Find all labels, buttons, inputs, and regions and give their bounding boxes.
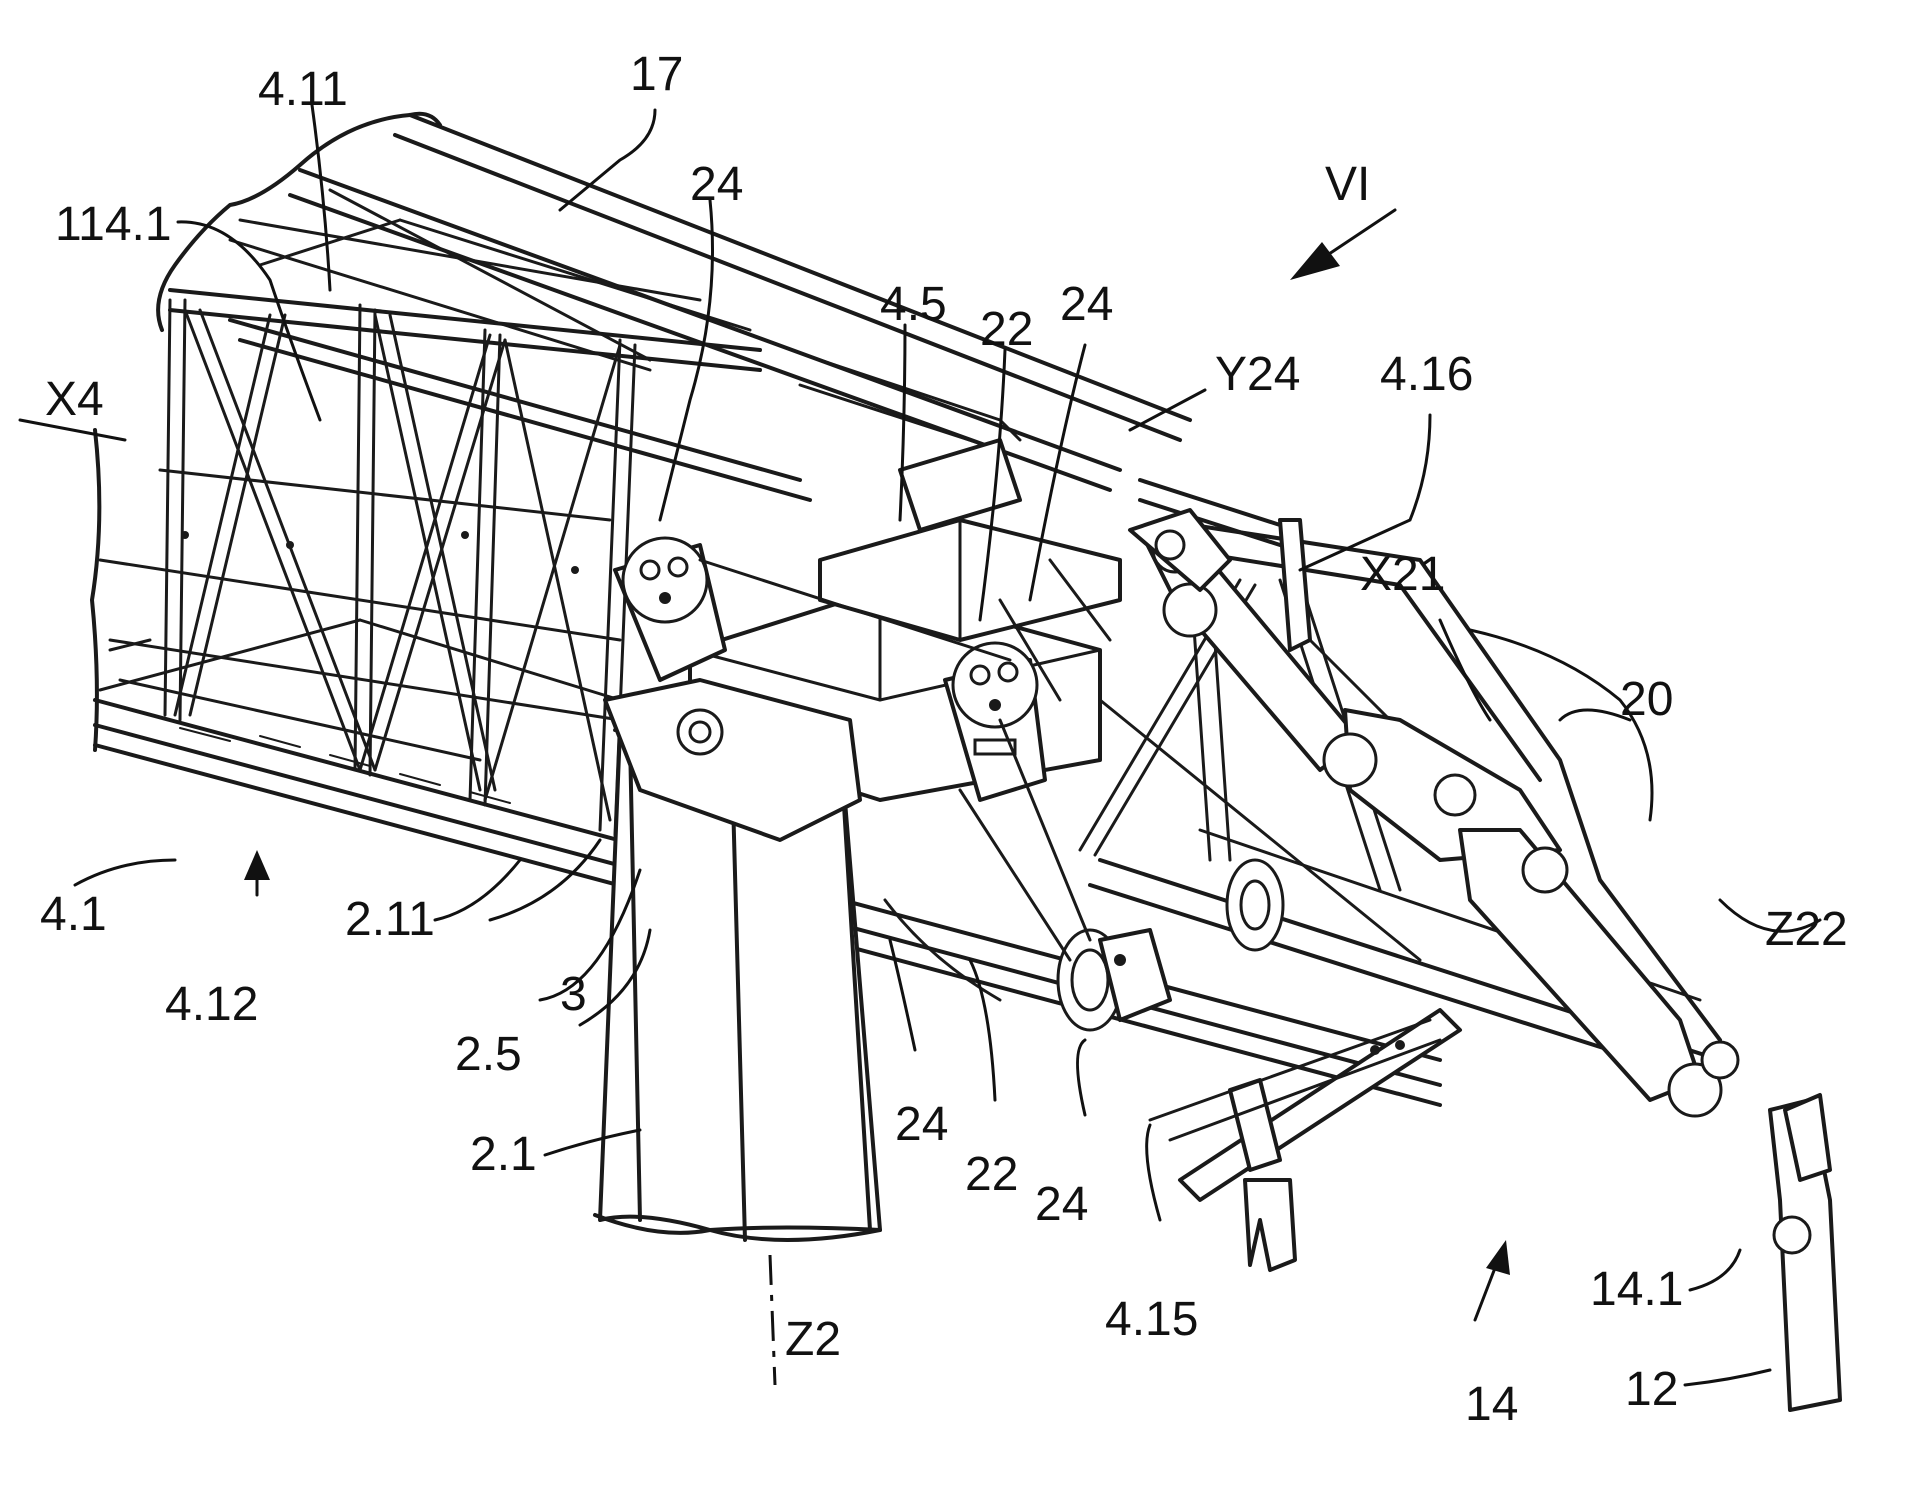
label-17: 17 bbox=[630, 48, 683, 101]
label-2-5: 2.5 bbox=[455, 1028, 522, 1081]
arrow-14 bbox=[1473, 1240, 1510, 1322]
label-z2: Z2 bbox=[785, 1313, 841, 1366]
label-x4: X4 bbox=[45, 373, 104, 426]
label-z22: Z22 bbox=[1765, 903, 1848, 956]
label-4-12: 4.12 bbox=[165, 978, 258, 1031]
arrows bbox=[244, 208, 1510, 1322]
label-20: 20 bbox=[1620, 673, 1673, 726]
pendant-12 bbox=[1768, 1093, 1842, 1412]
label-22-top: 22 bbox=[980, 303, 1033, 356]
label-24-bottom-left: 24 bbox=[895, 1098, 948, 1151]
pulleys-24 bbox=[613, 536, 1285, 1032]
vertical-post-2-1 bbox=[593, 678, 882, 1242]
linkage-arms bbox=[1128, 508, 1740, 1118]
label-114-1: 114.1 bbox=[55, 198, 172, 251]
pulley-lower-right bbox=[1056, 928, 1172, 1032]
label-24-top-left: 24 bbox=[690, 158, 743, 211]
pulley-upper-middle bbox=[943, 641, 1047, 802]
label-14: 14 bbox=[1465, 1378, 1518, 1431]
label-24-bottom-right: 24 bbox=[1035, 1178, 1088, 1231]
pulley-lower-far bbox=[1225, 858, 1285, 952]
label-vi: VI bbox=[1325, 158, 1370, 211]
label-2-1: 2.1 bbox=[470, 1128, 537, 1181]
label-4-1: 4.1 bbox=[40, 888, 107, 941]
cables-22 bbox=[698, 558, 1092, 1002]
label-14-1: 14.1 bbox=[1590, 1263, 1683, 1316]
view-arrow-vi bbox=[1290, 208, 1397, 280]
label-y24: Y24 bbox=[1215, 348, 1300, 401]
leader-lines bbox=[18, 103, 1822, 1387]
label-4-15: 4.15 bbox=[1105, 1293, 1198, 1346]
label-4-16: 4.16 bbox=[1380, 348, 1473, 401]
label-24-top-right: 24 bbox=[1060, 278, 1113, 331]
label-3: 3 bbox=[560, 968, 587, 1021]
label-2-11: 2.11 bbox=[345, 893, 435, 946]
label-4-5: 4.5 bbox=[880, 278, 947, 331]
lower-crossbar-4-15 bbox=[1148, 1008, 1462, 1272]
labels: VI 17 4.11 114.1 24 4.5 22 24 Y24 4.16 X… bbox=[40, 48, 1848, 1431]
label-22-bottom: 22 bbox=[965, 1148, 1018, 1201]
label-4-11: 4.11 bbox=[258, 63, 348, 116]
label-x21: X21 bbox=[1360, 548, 1445, 601]
label-12: 12 bbox=[1625, 1363, 1678, 1416]
arrow-4-12 bbox=[244, 850, 270, 897]
upper-boom-17 bbox=[288, 113, 1192, 492]
pulley-upper-left bbox=[613, 536, 727, 682]
